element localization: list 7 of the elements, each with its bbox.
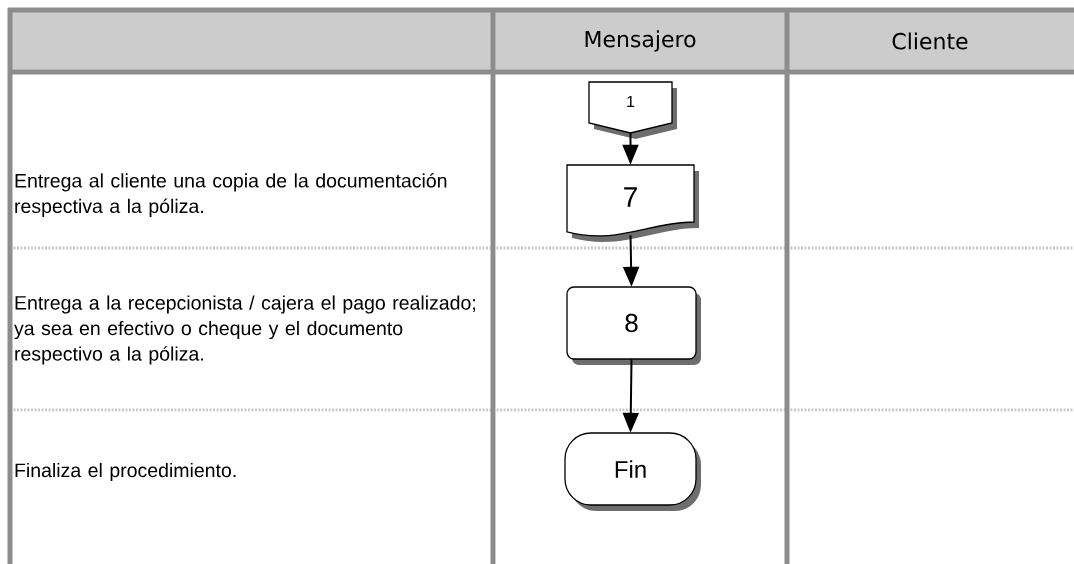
step-description: Entrega al cliente una copia de la documentación respectiva a la póliza.	[15, 173, 447, 217]
step-description: Entrega a la recepcionista / cajera el pago realizado; ya sea en efectivo o cheque y el documento respectivo a la póliza.	[14, 295, 475, 365]
off-page-connector: 1	[588, 81, 677, 139]
process-box: 8	[566, 286, 701, 365]
column-header: Cliente	[892, 32, 968, 50]
column-header: Mensajero	[585, 30, 696, 52]
step-description: Finaliza el procedimiento.	[15, 462, 236, 482]
